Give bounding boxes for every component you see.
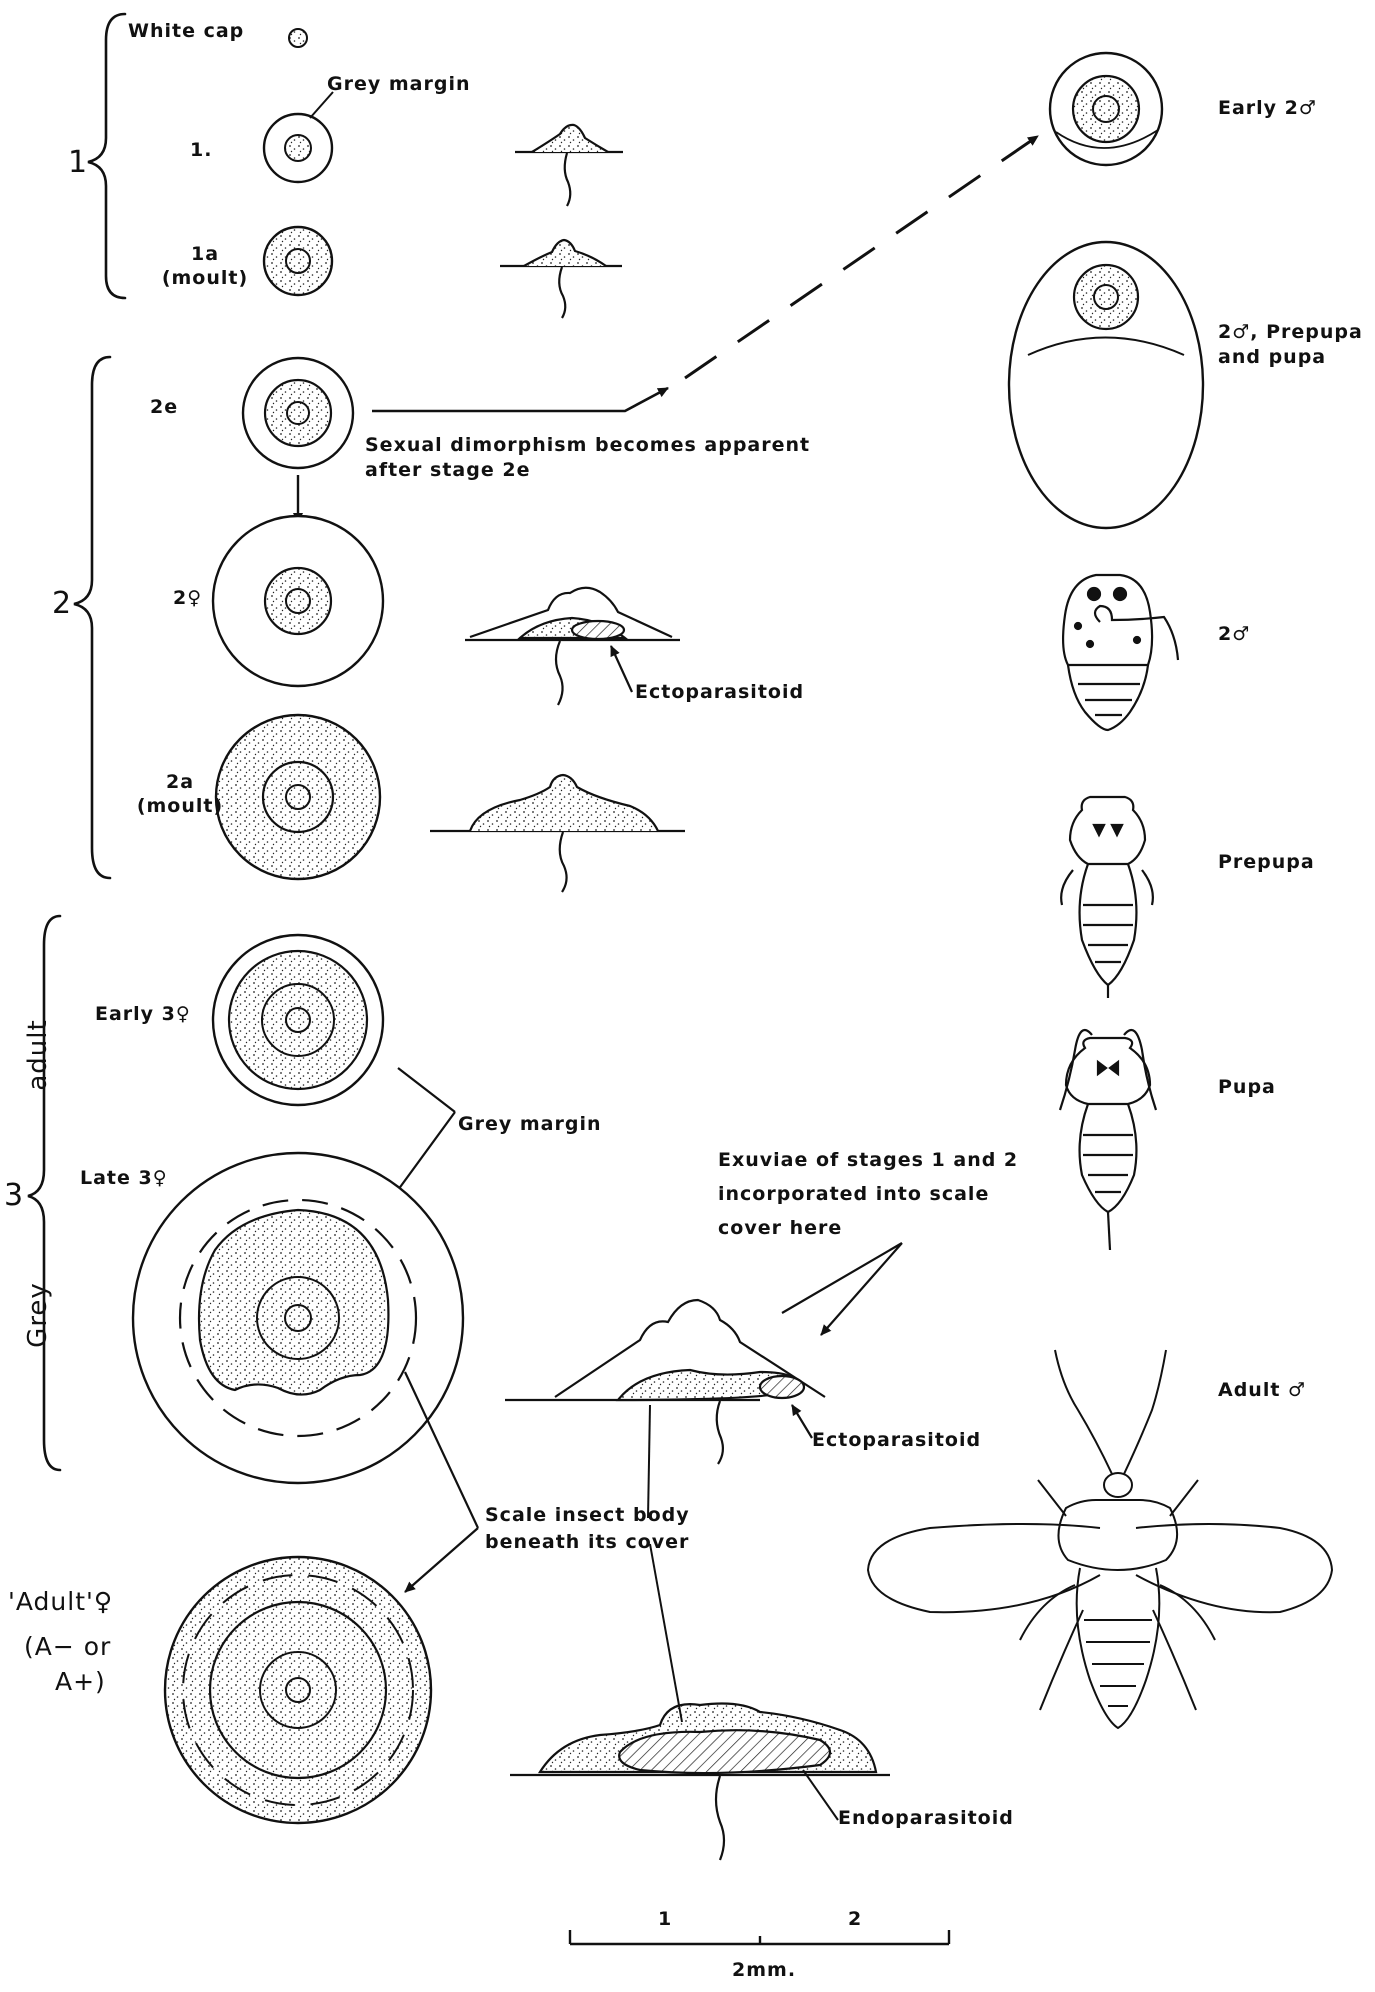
brace-stage-2 [74, 357, 110, 878]
male-2-label: 2♂ [1218, 622, 1250, 648]
stage-2f-scale-icon [213, 516, 383, 686]
scale-body-to-profile-line [650, 1544, 682, 1722]
scale-tick-1: 1 [658, 1907, 672, 1933]
stage-1-number: 1. [190, 138, 212, 164]
grey-margin-top-label: Grey margin [327, 72, 470, 98]
exuviae-line-2: incorporated into scale [718, 1182, 989, 1208]
pupa-icon [1060, 1030, 1156, 1250]
arrow-2e-to-male [372, 388, 668, 411]
stage-2e-scale-icon [243, 358, 353, 468]
brace-stage-3 [28, 916, 60, 1470]
stage-2a-scale-icon [216, 715, 380, 879]
grey-vertical-label: Grey [23, 1265, 53, 1365]
late-profile-to-label-line [648, 1405, 650, 1518]
stage-1a-scale-icon [264, 227, 332, 295]
grey-margin-mid-label: Grey margin [458, 1112, 601, 1138]
ectoparasitoid-label-1: Ectoparasitoid [635, 680, 804, 706]
adult-female-label: 'Adult'♀ [8, 1585, 113, 1619]
stage-1a-profile-icon [500, 240, 622, 318]
adult-vertical-label: adult [23, 1005, 53, 1105]
stage-1a-moult: (moult) [145, 266, 265, 292]
stage-3-label: 3 [4, 1176, 24, 1217]
stage-2f-number: 2♀ [173, 586, 202, 612]
prepupa-pupa-line-1: 2♂, Prepupa [1218, 320, 1363, 346]
prepupa-pupa-line-2: and pupa [1218, 345, 1326, 371]
stage-1-label: 1 [68, 143, 88, 184]
adult-female-sub-2: A+) [55, 1665, 106, 1699]
exuviae-line-3: cover here [718, 1216, 842, 1242]
early-2m-scale-icon [1050, 53, 1162, 165]
adult-female-sub-1: (A− or [24, 1630, 111, 1664]
male-2-larva-icon [1063, 575, 1178, 730]
stage-2a-moult: (moult) [120, 794, 240, 820]
brace-stage-1 [88, 14, 125, 298]
grey-margin-leader-lines [398, 1068, 455, 1190]
prepupa-icon [1061, 797, 1153, 998]
endoparasitoid-label: Endoparasitoid [838, 1806, 1014, 1832]
stage-1a-number: 1a [150, 242, 260, 268]
ectoparasitoid-1-arrow [611, 646, 632, 692]
ectoparasitoid-2-arrow [792, 1405, 812, 1438]
white-cap-label: White cap [128, 19, 244, 45]
scale-tick-2: 2 [848, 1907, 862, 1933]
late-3f-label: Late 3♀ [80, 1166, 168, 1192]
pupa-label: Pupa [1218, 1075, 1276, 1101]
exuviae-line-1: Exuviae of stages 1 and 2 [718, 1148, 1018, 1174]
scale-bar [570, 1930, 949, 1944]
late-3f-profile-icon [505, 1300, 825, 1464]
early-2m-label: Early 2♂ [1218, 96, 1317, 122]
scale-body-line-2: beneath its cover [485, 1530, 689, 1556]
stage-1-scale-icon [264, 114, 332, 182]
ectoparasitoid-label-2: Ectoparasitoid [812, 1428, 981, 1454]
stage-1-profile-icon [515, 125, 623, 206]
late-3f-scale-icon [133, 1153, 463, 1483]
stage-2-label: 2 [52, 584, 72, 625]
stage-2a-number: 2a [125, 770, 235, 796]
prepupa-label: Prepupa [1218, 850, 1315, 876]
dimorphism-line-2: after stage 2e [365, 458, 530, 484]
dimorphism-line-1: Sexual dimorphism becomes apparent [365, 433, 810, 459]
white-cap-icon [289, 29, 307, 47]
adult-female-scale-icon [165, 1557, 431, 1823]
adult-male-icon [868, 1350, 1332, 1728]
stage-2e-number: 2e [150, 395, 178, 421]
early-3f-scale-icon [213, 935, 383, 1105]
endoparasitoid-pointer [803, 1770, 838, 1820]
dashed-arrow-to-early-2m [685, 136, 1038, 378]
adult-female-profile-icon [510, 1704, 890, 1860]
male-prepupa-scale-icon [1009, 242, 1203, 528]
exuviae-arrows [782, 1243, 902, 1335]
scale-body-line-1: Scale insect body [485, 1503, 690, 1529]
scale-unit: 2mm. [732, 1958, 796, 1984]
adult-male-label: Adult ♂ [1218, 1378, 1306, 1404]
stage-2a-profile-icon [430, 775, 685, 892]
early-3f-label: Early 3♀ [95, 1002, 191, 1028]
